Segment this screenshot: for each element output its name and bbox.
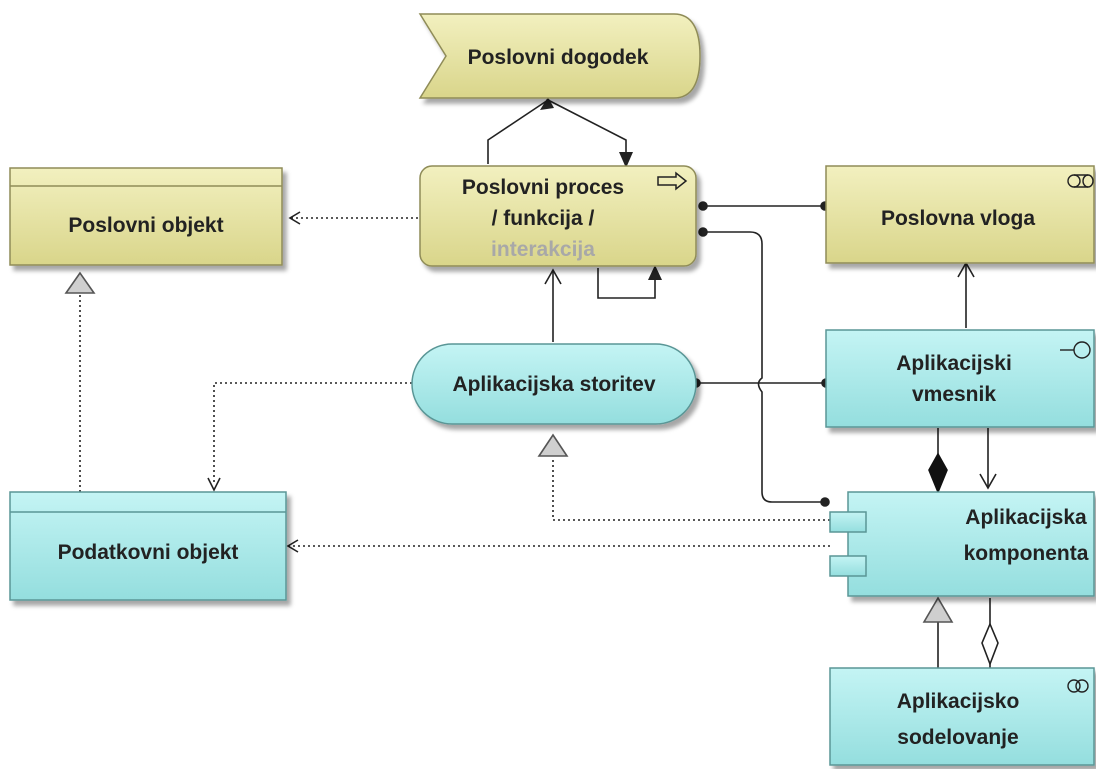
trigger-arrowhead-3 [648,265,662,280]
label-aplikacijski-vmesnik-line2: vmesnik [912,383,996,406]
label-aplikacijska-komponenta-line1: Aplikacijska [965,506,1087,529]
label-aplikacijska-storitev: Aplikacijska storitev [452,373,655,396]
label-aplikacijski-vmesnik-line1: Aplikacijski [896,352,1012,375]
node-poslovni-proces[interactable]: Poslovni proces / funkcija / interakcija [419,165,697,267]
label-poslovni-dogodek: Poslovni dogodek [468,46,649,69]
component-icon [829,511,867,577]
label-poslovna-vloga: Poslovna vloga [881,207,1035,230]
node-podatkovni-objekt[interactable]: Podatkovni objekt [9,491,287,601]
trigger-process-to-event [487,99,549,164]
connectors [64,97,999,668]
collaboration-icon [1067,679,1089,693]
node-poslovna-vloga[interactable]: Poslovna vloga [825,165,1095,264]
business-event-shape [418,13,701,99]
node-aplikacijsko-sodelovanje[interactable]: Aplikacijsko sodelovanje [829,667,1095,766]
realization-component-to-service [552,458,830,521]
interface-icon [1060,341,1091,359]
label-aplikacijsko-sodelovanje-line1: Aplikacijsko [897,690,1020,713]
label-poslovni-objekt: Poslovni objekt [68,214,223,237]
trigger-arrowhead [540,97,554,110]
label-poslovni-proces-line3: interakcija [491,238,595,261]
node-poslovni-dogodek[interactable]: Poslovni dogodek [418,13,701,99]
node-aplikacijski-vmesnik[interactable]: Aplikacijski vmesnik [825,329,1095,428]
label-poslovni-proces-line1: Poslovni proces [462,176,624,199]
label-aplikacijsko-sodelovanje-line2: sodelovanje [897,726,1018,749]
realization-triangle-1 [64,271,96,294]
realization-triangle-2 [537,433,569,457]
label-poslovni-proces-line2: / funkcija / [492,207,595,230]
process-arrow-icon [657,171,688,191]
access-service-to-data-object [213,382,412,484]
node-poslovni-objekt[interactable]: Poslovni objekt [9,167,283,266]
role-icon [1067,174,1094,188]
node-aplikacijska-komponenta[interactable]: Aplikacijska komponenta [829,491,1095,597]
assignment-component-to-process [703,231,825,503]
trigger-process-self [597,268,656,299]
node-aplikacijska-storitev[interactable]: Aplikacijska storitev [411,343,697,425]
label-podatkovni-objekt: Podatkovni objekt [58,541,239,564]
label-aplikacijska-komponenta-line2: komponenta [964,542,1089,565]
trigger-event-to-process [547,99,627,160]
trigger-arrowhead-2 [619,152,633,168]
